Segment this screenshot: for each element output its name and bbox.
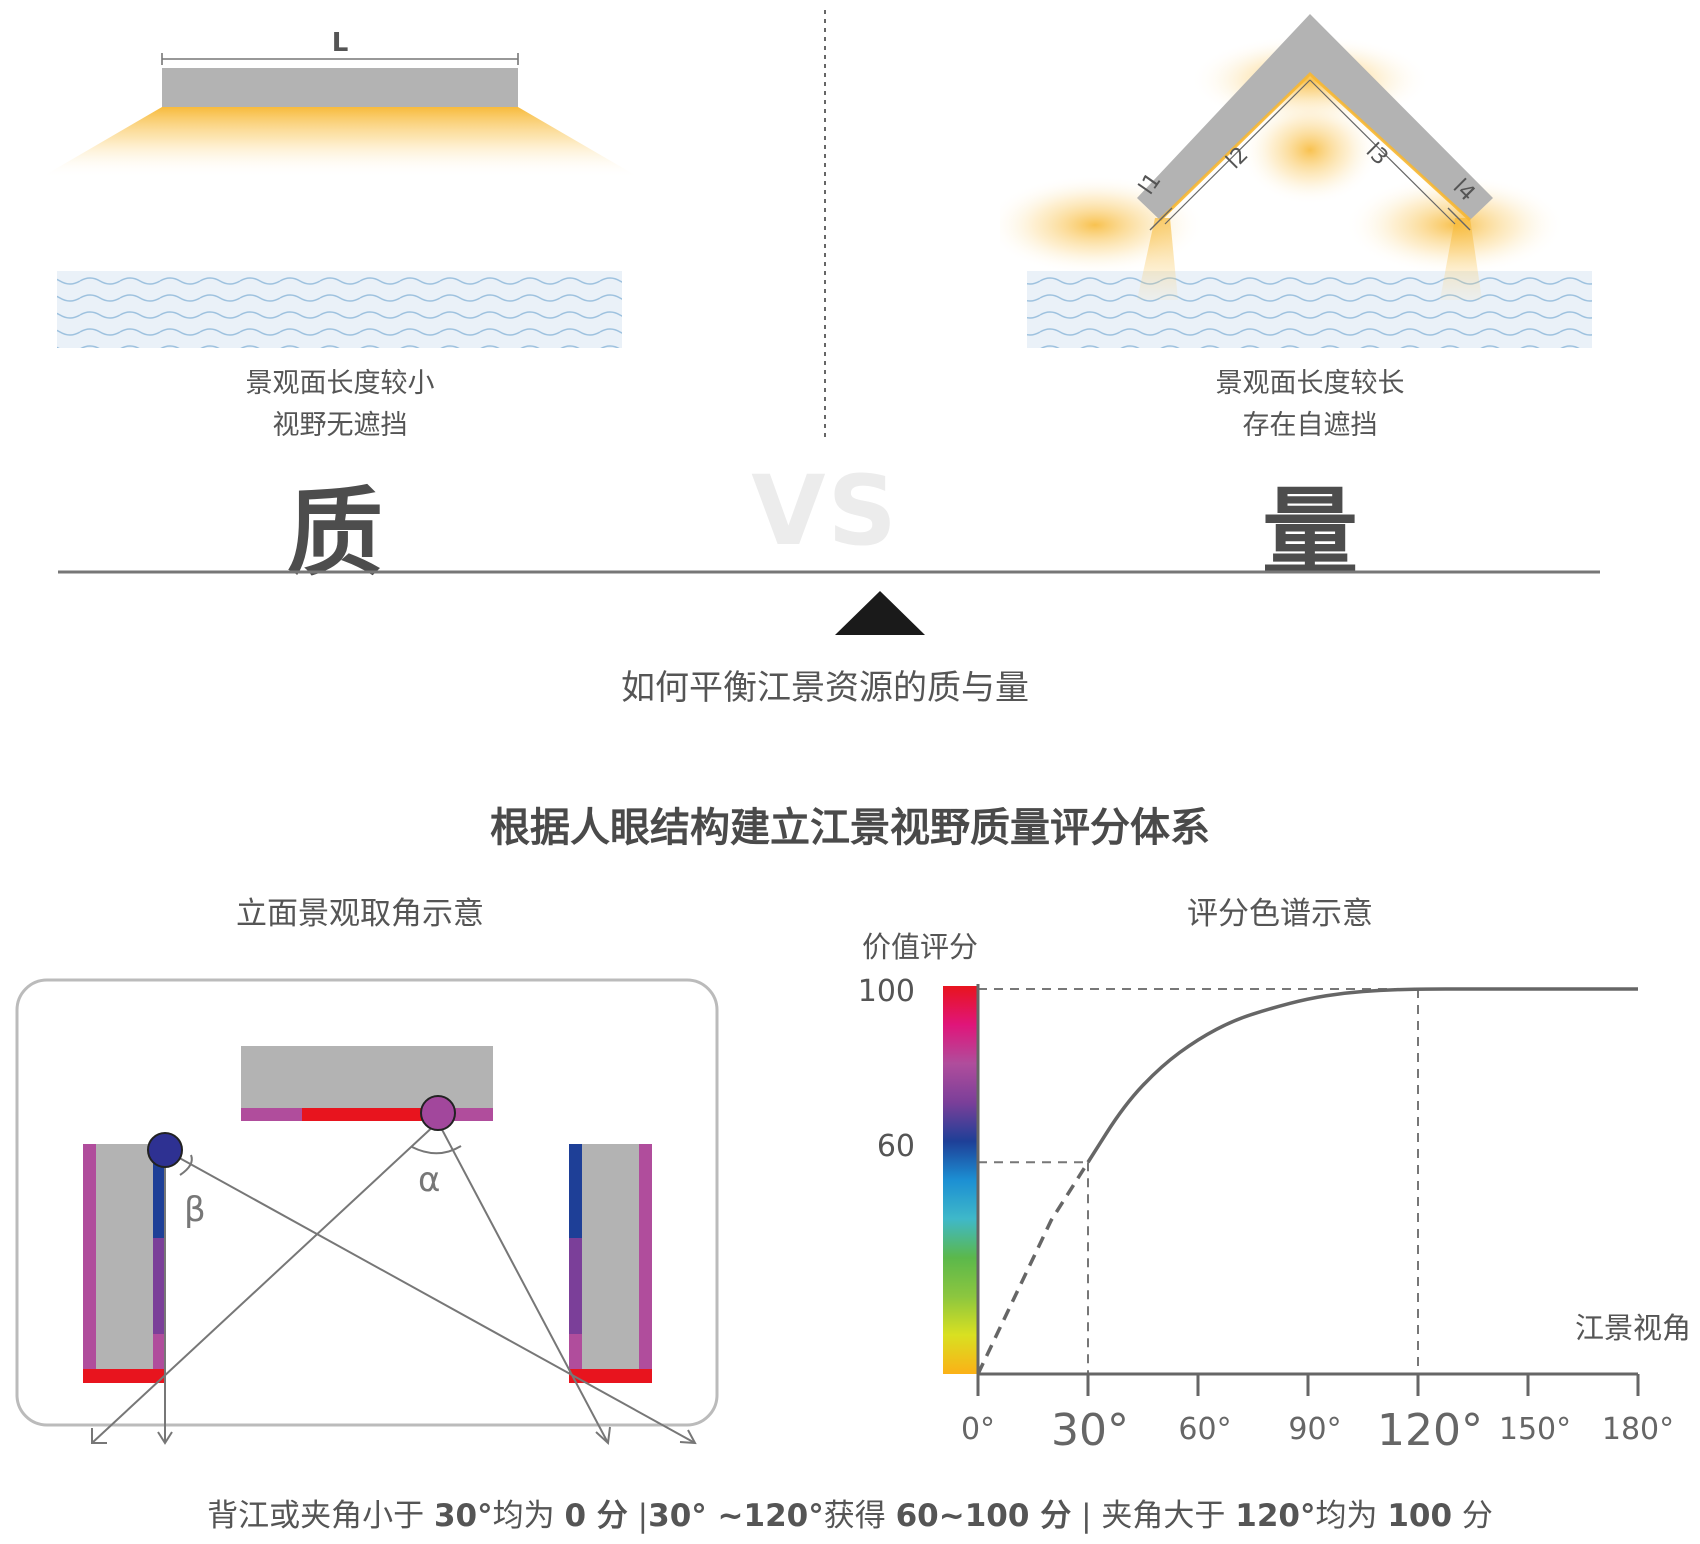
x-tick-150: 150° xyxy=(1498,1412,1572,1447)
left-caption-line1: 景观面长度较小 xyxy=(245,368,435,399)
diagram-frame xyxy=(15,978,719,1427)
angled-building xyxy=(1137,14,1493,220)
x-tick-30: 30° xyxy=(1051,1405,1129,1456)
short-surface-diagram xyxy=(40,53,640,348)
elevation-diagram-title: 立面景观取角示意 xyxy=(236,896,484,932)
angle-alpha-label: α xyxy=(418,1160,441,1200)
top-building xyxy=(241,1046,493,1108)
score-curve-solid xyxy=(1086,987,1638,1164)
observer-left xyxy=(147,1132,183,1168)
elevation-diagram xyxy=(15,978,719,1446)
left-building xyxy=(83,1144,166,1369)
scoring-rule-footer: 背江或夹角小于 30°均为 0 分 |30° ~120°获得 60~100 分 … xyxy=(207,1498,1493,1534)
river-water xyxy=(57,271,622,348)
score-curve-dashed xyxy=(976,1161,1090,1375)
building-slab xyxy=(162,68,518,107)
observer-top xyxy=(420,1095,456,1131)
angle-beta-label: β xyxy=(184,1190,206,1230)
left-caption-line2: 视野无遮挡 xyxy=(272,410,408,441)
x-tick-120: 120° xyxy=(1377,1405,1483,1456)
y-tick-60: 60 xyxy=(876,1129,915,1164)
right-building xyxy=(569,1144,652,1369)
long-surface-diagram: l1 l2 l3 l4 xyxy=(1000,14,1592,348)
river-water-right xyxy=(1027,271,1592,348)
x-tick-180: 180° xyxy=(1601,1412,1675,1447)
fulcrum-triangle xyxy=(835,591,925,635)
balance-question: 如何平衡江景资源的质与量 xyxy=(621,668,1029,708)
center-divider xyxy=(824,10,826,440)
x-tick-90: 90° xyxy=(1288,1412,1342,1447)
y-axis-title: 价值评分 xyxy=(862,930,979,964)
quality-char: 质 xyxy=(287,477,383,589)
vs-text: VS xyxy=(751,455,899,567)
right-caption-line2: 存在自遮挡 xyxy=(1242,410,1378,441)
length-label: L xyxy=(331,28,349,58)
right-caption-line1: 景观面长度较长 xyxy=(1215,368,1405,399)
x-tick-0: 0° xyxy=(960,1412,996,1447)
x-tick-60: 60° xyxy=(1178,1412,1232,1447)
section-title: 根据人眼结构建立江景视野质量评分体系 xyxy=(490,805,1210,851)
balance-scale xyxy=(58,570,1600,635)
x-axis-title: 江景视角 xyxy=(1575,1311,1692,1345)
view-glow xyxy=(40,107,640,178)
quantity-char: 量 xyxy=(1262,477,1358,589)
y-tick-100: 100 xyxy=(857,974,915,1009)
score-colorbar xyxy=(943,986,978,1374)
score-chart-title: 评分色谱示意 xyxy=(1187,896,1373,932)
